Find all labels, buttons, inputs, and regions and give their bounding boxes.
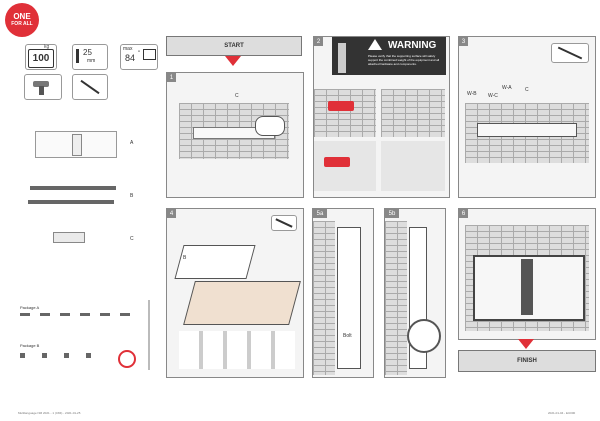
footer-left: Multilanguage NM 2021 - 1 (C84) - 2021-0… bbox=[18, 411, 81, 415]
step-3-label-wc: W-C bbox=[488, 93, 498, 99]
part-a-label: A bbox=[130, 140, 134, 146]
weight-value: 100 bbox=[28, 49, 54, 68]
tv-back-upper bbox=[174, 245, 256, 279]
depth-icon bbox=[76, 49, 79, 63]
max-size: 84 bbox=[125, 53, 136, 63]
step-4-number: 4 bbox=[167, 209, 176, 218]
screwdriver-tool bbox=[72, 74, 108, 100]
part-a-image bbox=[35, 131, 117, 158]
finish-banner: FINISH bbox=[458, 350, 596, 372]
tv-back-lower bbox=[183, 281, 301, 325]
warning-icon bbox=[368, 39, 382, 50]
step-4-screw-options bbox=[179, 331, 295, 369]
finish-arrow-icon bbox=[518, 339, 534, 349]
warning-text: Please verify that the supporting surfac… bbox=[368, 54, 440, 66]
step-5b-detail-magnifier bbox=[407, 319, 441, 353]
step-1-label-c: C bbox=[235, 93, 239, 99]
step-5a-panel: 5a Bolt bbox=[312, 208, 374, 378]
footer-right: 2021-01-04 - EU000 bbox=[548, 411, 576, 415]
screwdriver-icon bbox=[80, 79, 100, 95]
start-banner: START bbox=[166, 36, 302, 56]
step-3-wall-plate bbox=[477, 123, 577, 137]
step-1-brick-wall bbox=[179, 103, 289, 159]
step-4-screwdriver bbox=[271, 215, 297, 231]
step-2-wall-a bbox=[314, 89, 376, 137]
step-6-panel: 6 bbox=[458, 208, 596, 340]
step-3-number: 3 bbox=[459, 37, 468, 46]
step-6-tv bbox=[473, 255, 585, 321]
screwdriver-icon bbox=[275, 218, 293, 228]
tape-icon bbox=[118, 350, 136, 368]
drill-icon bbox=[328, 101, 354, 111]
tv-icon bbox=[143, 49, 156, 60]
drill-tool bbox=[24, 74, 62, 100]
step-3-label-wb: W-B bbox=[467, 91, 477, 97]
depth-value: 25 bbox=[83, 48, 92, 57]
part-c-image bbox=[53, 232, 85, 243]
hand-icon bbox=[255, 116, 285, 136]
step-5a-label-bolt: Bolt bbox=[343, 333, 352, 339]
step-3-label-c: C bbox=[525, 87, 529, 93]
step-4-panel: 4 B bbox=[166, 208, 304, 378]
step-3-panel: 3 W-B W-A W-C C bbox=[458, 36, 596, 198]
package-b-hardware bbox=[20, 353, 100, 358]
step-3-label-wa: W-A bbox=[502, 85, 512, 91]
step-5a-number: 5a bbox=[313, 209, 327, 218]
part-c-label: C bbox=[130, 236, 134, 242]
step-5a-tv bbox=[337, 227, 361, 369]
weight-unit: kg bbox=[44, 44, 50, 50]
drill-icon bbox=[33, 81, 49, 87]
max-label: max bbox=[123, 46, 133, 52]
max-unit: " bbox=[138, 51, 141, 57]
step-2-wall-d bbox=[381, 141, 445, 191]
step-5b-wall bbox=[385, 221, 407, 375]
step-4-label-b: B bbox=[183, 255, 187, 261]
step-5a-wall bbox=[313, 221, 335, 375]
depth-unit: mm bbox=[87, 58, 96, 64]
screwdriver-icon bbox=[557, 46, 583, 60]
step-5b-number: 5b bbox=[385, 209, 399, 218]
weight-spec: 100 kg bbox=[25, 44, 57, 70]
warning-box: WARNING Please verify that the supportin… bbox=[332, 37, 446, 75]
step-2-wall-b bbox=[381, 89, 445, 137]
drill-icon-2 bbox=[324, 157, 350, 167]
step-1-number: 1 bbox=[167, 73, 176, 82]
package-a-hardware bbox=[20, 313, 130, 316]
warning-title: WARNING bbox=[388, 40, 437, 51]
brand-line2: FOR ALL bbox=[11, 21, 33, 27]
screen-size-spec: max 84 " bbox=[120, 44, 158, 70]
part-b-arm-1 bbox=[30, 186, 116, 190]
step-6-bracket bbox=[521, 259, 533, 315]
step-1-panel: 1 C bbox=[166, 72, 304, 198]
step-3-screwdriver bbox=[551, 43, 589, 63]
depth-spec: 25 mm bbox=[72, 44, 108, 70]
start-arrow-icon bbox=[225, 56, 241, 66]
regulatory-strip bbox=[148, 300, 150, 370]
step-2-panel: 2 WARNING Please verify that the support… bbox=[313, 36, 450, 198]
step-2-drill-guide bbox=[338, 43, 346, 73]
brand-logo: ONE FOR ALL bbox=[5, 3, 39, 37]
step-5b-panel: 5b bbox=[384, 208, 446, 378]
step-6-number: 6 bbox=[459, 209, 468, 218]
brand-line1: ONE bbox=[13, 12, 31, 21]
part-b-label: B bbox=[130, 193, 134, 199]
package-a-label: Package A bbox=[20, 305, 40, 310]
part-b-arm-2 bbox=[28, 200, 114, 204]
package-b-label: Package B bbox=[20, 343, 40, 348]
step-2-number: 2 bbox=[314, 37, 323, 46]
